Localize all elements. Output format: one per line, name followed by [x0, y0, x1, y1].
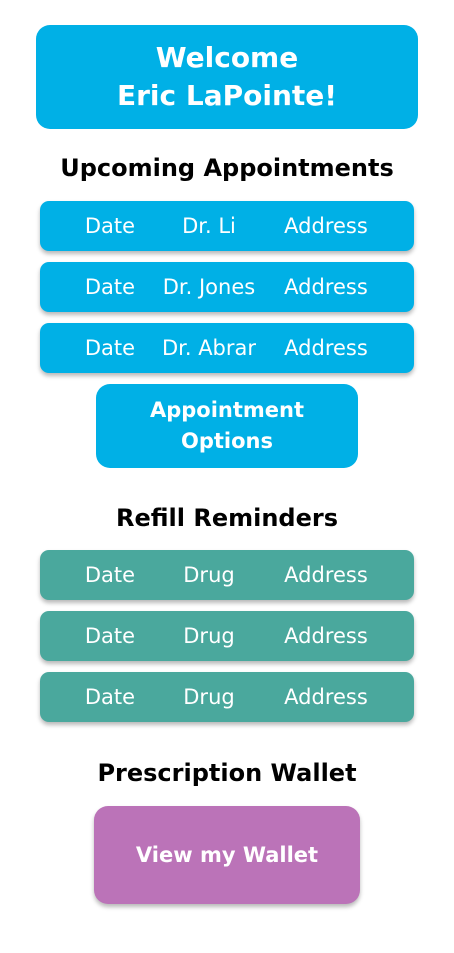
appointment-date: Date [84, 214, 136, 238]
wallet-heading: Prescription Wallet [97, 759, 357, 787]
welcome-greeting: Welcome [155, 41, 299, 74]
view-wallet-label: View my Wallet [135, 843, 319, 867]
refill-date: Date [84, 624, 136, 648]
appointment-date: Date [84, 275, 136, 299]
refill-drug: Drug [183, 685, 235, 709]
appointment-date: Date [84, 336, 136, 360]
appointment-address: Address [284, 214, 368, 238]
appointment-doctor: Dr. Jones [162, 275, 256, 299]
appointment-options-button[interactable]: Appointment Options [96, 384, 358, 468]
welcome-user-name: Eric LaPointe! [116, 79, 338, 112]
appointments-heading: Upcoming Appointments [60, 154, 394, 182]
refill-date: Date [84, 563, 136, 587]
refill-row[interactable]: Date Drug Address [40, 550, 414, 600]
appointment-doctor: Dr. Abrar [161, 336, 257, 360]
welcome-banner: Welcome Eric LaPointe! [36, 25, 418, 129]
appointment-address: Address [284, 275, 368, 299]
refill-drug: Drug [183, 563, 235, 587]
refill-row[interactable]: Date Drug Address [40, 611, 414, 661]
refill-address: Address [284, 624, 368, 648]
appointment-options-label-line1: Appointment [149, 398, 305, 422]
appointment-row[interactable]: Date Dr. Abrar Address [40, 323, 414, 373]
refills-heading: Refill Reminders [115, 504, 338, 532]
appointment-doctor: Dr. Li [182, 214, 236, 238]
refill-address: Address [284, 563, 368, 587]
view-wallet-button[interactable]: View my Wallet [94, 806, 360, 904]
refill-date: Date [84, 685, 136, 709]
appointment-row[interactable]: Date Dr. Jones Address [40, 262, 414, 312]
appointment-address: Address [284, 336, 368, 360]
appointment-options-label-line2: Options [181, 429, 273, 453]
refill-address: Address [284, 685, 368, 709]
refill-drug: Drug [183, 624, 235, 648]
appointment-row[interactable]: Date Dr. Li Address [40, 201, 414, 251]
refill-row[interactable]: Date Drug Address [40, 672, 414, 722]
